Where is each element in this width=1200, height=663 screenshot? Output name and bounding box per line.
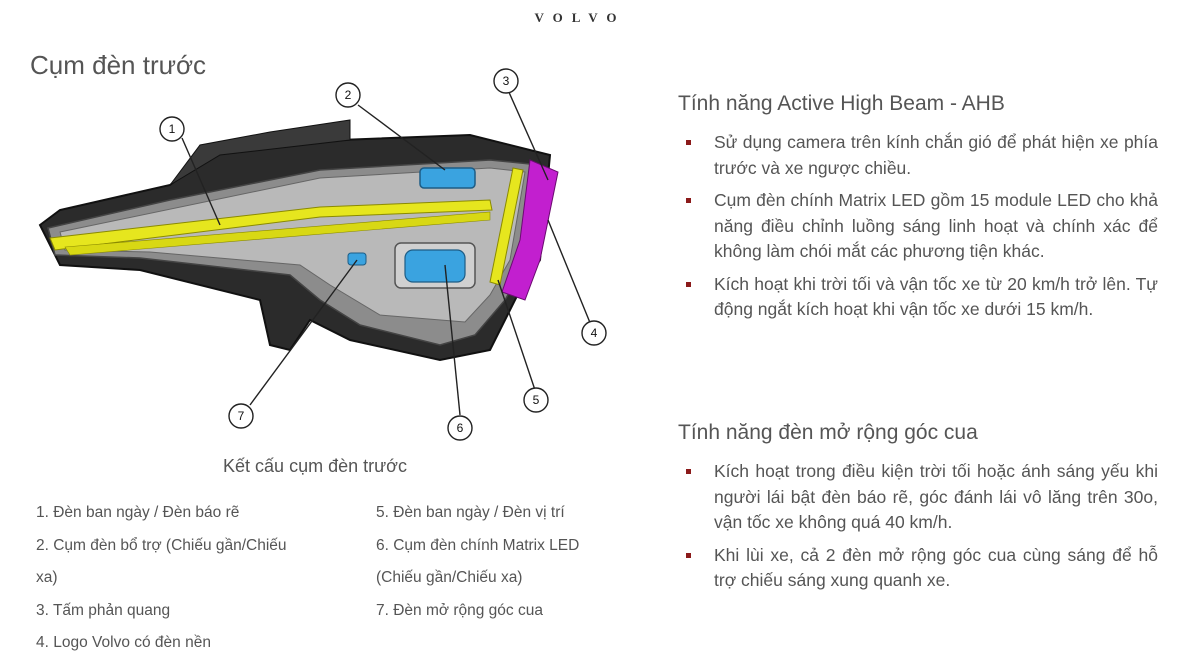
- legend-right: 5. Đèn ban ngày / Đèn vị trí 6. Cụm đèn …: [376, 497, 636, 627]
- bullet-text: Cụm đèn chính Matrix LED gồm 15 module L…: [714, 190, 1158, 261]
- bullet-square-icon: [686, 552, 691, 558]
- leader-line-3: [507, 89, 549, 181]
- bullet-square-icon: [686, 281, 691, 287]
- bullet-square-icon: [686, 198, 691, 203]
- bullet-square-icon: [686, 469, 691, 474]
- callout-5: 5: [523, 387, 549, 413]
- brand-logo: VOLVO: [534, 10, 626, 25]
- svg-text:4: 4: [591, 326, 598, 340]
- drl-strip: [49, 199, 493, 251]
- svg-text:7: 7: [238, 409, 245, 423]
- svg-text:5: 5: [533, 393, 540, 407]
- leader-line-6: [444, 264, 461, 416]
- ahb-section: Tính năng Active High Beam - AHB Sử dụng…: [678, 92, 1158, 330]
- page-title: Cụm đèn trước: [30, 50, 207, 80]
- callout-2: 2: [335, 82, 361, 108]
- headlight-diagram: 1 2 3 4 5 6 7: [38, 68, 607, 441]
- callout-6: 6: [447, 415, 473, 441]
- svg-text:6: 6: [457, 421, 464, 435]
- auxiliary-lens: [419, 167, 476, 189]
- callout-7: 7: [228, 403, 254, 429]
- callout-4: 4: [581, 320, 607, 346]
- bullet-square-icon: [686, 140, 691, 145]
- cornering-lamp: [347, 252, 367, 266]
- legend-item: 2. Cụm đèn bổ trợ (Chiếu gần/Chiếu: [36, 536, 287, 554]
- legend-item: (Chiếu gần/Chiếu xa): [376, 569, 523, 587]
- leader-line-4: [547, 219, 594, 331]
- bullet-item: Khi lùi xe, cả 2 đèn mở rộng góc cua cùn…: [678, 543, 1158, 594]
- legend-item: xa): [36, 569, 58, 587]
- bullet-item: Cụm đèn chính Matrix LED gồm 15 module L…: [678, 188, 1158, 265]
- bullet-item: Sử dụng camera trên kính chắn gió để phá…: [678, 130, 1158, 181]
- legend-item: 1. Đèn ban ngày / Đèn báo rẽ: [36, 504, 240, 521]
- housing-rear-detail: [169, 119, 351, 186]
- svg-text:2: 2: [345, 88, 352, 102]
- bullet-text: Khi lùi xe, cả 2 đèn mở rộng góc cua cùn…: [714, 544, 1158, 591]
- callout-1: 1: [159, 116, 185, 142]
- bullet-text: Kích hoạt khi trời tối và vận tốc xe từ …: [714, 273, 1158, 320]
- bullet-text: Sử dụng camera trên kính chắn gió để phá…: [714, 132, 1158, 178]
- svg-text:3: 3: [503, 74, 510, 88]
- legend-item: 6. Cụm đèn chính Matrix LED: [376, 536, 580, 554]
- callout-3: 3: [493, 68, 519, 94]
- legend-item: 4. Logo Volvo có đèn nền: [36, 634, 211, 652]
- ahb-heading: Tính năng Active High Beam - AHB: [678, 92, 1005, 115]
- leader-line-5: [497, 279, 536, 391]
- cornering-bullet-list: Kích hoạt trong điều kiện trời tối hoặc …: [678, 459, 1158, 594]
- svg-text:1: 1: [169, 122, 176, 136]
- bullet-item: Kích hoạt khi trời tối và vận tốc xe từ …: [678, 272, 1158, 323]
- volvo-logo-backlight: [501, 159, 559, 301]
- cornering-section: Tính năng đèn mở rộng góc cua Kích hoạt …: [678, 421, 1158, 601]
- legend-item: 5. Đèn ban ngày / Đèn vị trí: [376, 504, 565, 521]
- leader-line-1: [181, 137, 221, 226]
- bullet-item: Kích hoạt trong điều kiện trời tối hoặc …: [678, 459, 1158, 536]
- leader-line-7: [249, 259, 358, 406]
- leader-line-2: [357, 104, 446, 171]
- drl-strip-lower: [64, 211, 491, 256]
- legend-item: 7. Đèn mở rộng góc cua: [376, 601, 543, 619]
- matrix-led-lens: [404, 249, 466, 283]
- bullet-text: Kích hoạt trong điều kiện trời tối hoặc …: [714, 461, 1158, 532]
- cornering-heading: Tính năng đèn mở rộng góc cua: [678, 421, 978, 444]
- ahb-bullet-list: Sử dụng camera trên kính chắn gió để phá…: [678, 130, 1158, 323]
- figure-caption: Kết cấu cụm đèn trước: [223, 456, 407, 476]
- legend-item: 3. Tấm phản quang: [36, 601, 171, 619]
- legend-left: 1. Đèn ban ngày / Đèn báo rẽ 2. Cụm đèn …: [36, 497, 356, 660]
